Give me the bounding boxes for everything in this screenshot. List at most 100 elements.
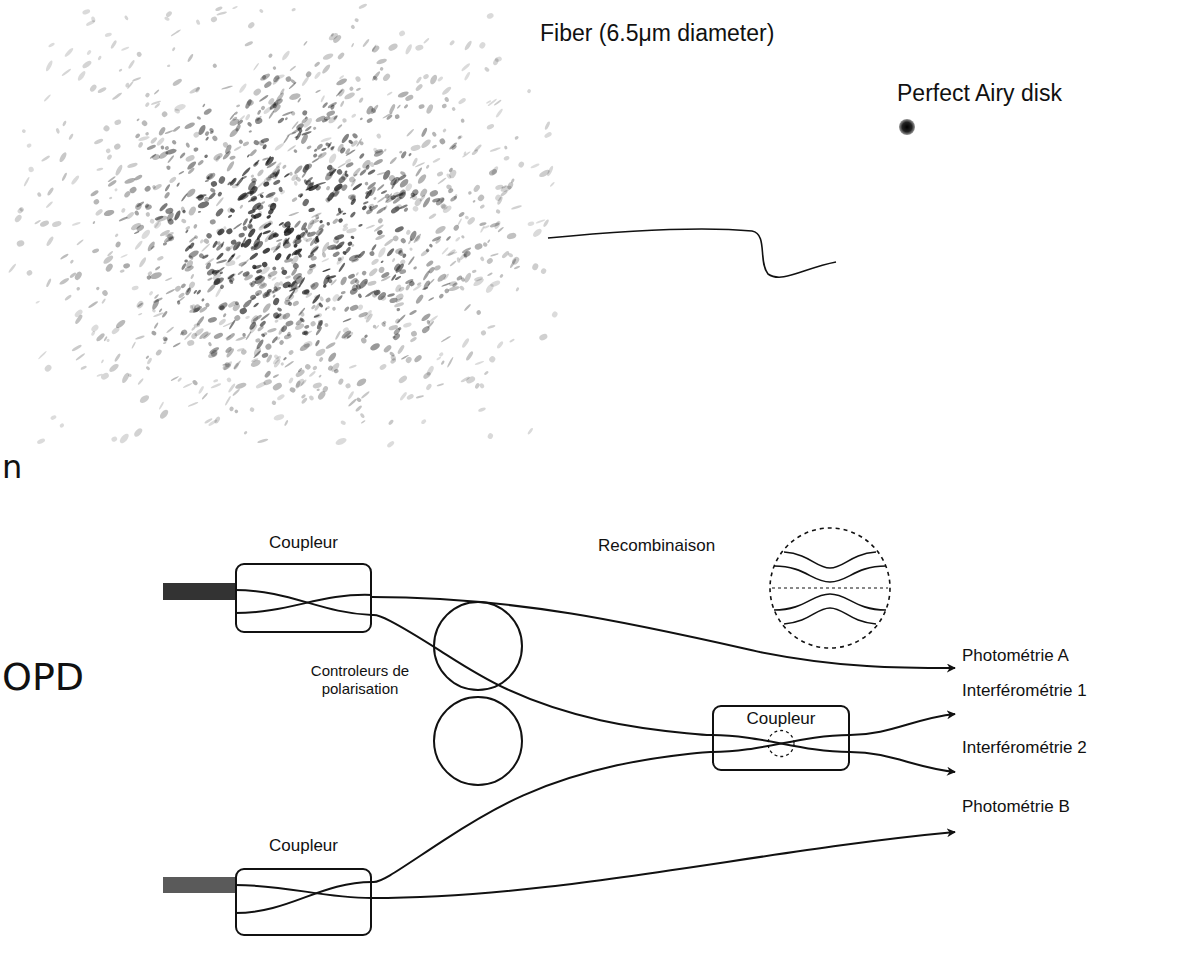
speckle-grain xyxy=(382,320,387,325)
speckle-grain xyxy=(282,111,293,117)
speckle-grain xyxy=(283,357,288,361)
speckle-grain xyxy=(235,254,241,260)
speckle-grain xyxy=(138,394,150,405)
speckle-grain xyxy=(232,388,241,396)
speckle-grain xyxy=(397,374,408,384)
speckle-grain xyxy=(160,145,165,150)
speckle-grain xyxy=(441,247,449,255)
speckle-grain xyxy=(334,240,345,251)
speckle-grain xyxy=(375,234,386,241)
speckle-grain xyxy=(185,187,197,199)
speckle-grain xyxy=(146,240,156,252)
speckle-grain xyxy=(312,126,316,130)
output-fiber xyxy=(372,832,955,898)
speckle-grain xyxy=(503,155,510,161)
speckle-grain xyxy=(123,263,131,270)
speckle-grain xyxy=(144,92,150,98)
speckle-grain xyxy=(201,298,205,302)
speckle-grain xyxy=(253,264,263,270)
speckle-grain xyxy=(255,381,267,389)
speckle-grain xyxy=(152,184,157,189)
speckle-grain xyxy=(144,185,152,193)
speckle-grain xyxy=(222,313,227,318)
speckle-grain xyxy=(438,137,446,145)
speckle-grain xyxy=(118,432,130,445)
speckle-grain xyxy=(396,307,401,311)
speckle-grain xyxy=(337,124,343,130)
speckle-grain xyxy=(215,6,223,12)
speckle-grain xyxy=(209,127,215,133)
speckle-grain xyxy=(271,400,277,406)
speckle-grain xyxy=(197,200,210,209)
speckle-grain xyxy=(474,382,480,389)
speckle-grain xyxy=(75,353,85,361)
speckle-grain xyxy=(273,197,279,203)
speckle-grain xyxy=(318,223,326,231)
speckle-grain xyxy=(323,170,334,182)
speckle-grain xyxy=(304,324,310,329)
text-label: Interférométrie 1 xyxy=(962,681,1087,701)
speckle-grain xyxy=(402,322,412,329)
speckle-grain xyxy=(398,327,402,331)
speckle-grain xyxy=(131,285,139,291)
speckle-grain xyxy=(514,265,521,270)
speckle-grain xyxy=(309,282,316,288)
speckle-grain xyxy=(174,108,181,114)
speckle-grain xyxy=(303,330,310,337)
speckle-grain xyxy=(164,146,169,151)
speckle-grain xyxy=(114,188,118,192)
speckle-grain xyxy=(377,246,387,259)
speckle-grain xyxy=(484,66,491,72)
speckle-grain xyxy=(438,352,444,358)
speckle-grain xyxy=(412,284,422,291)
speckle-grain xyxy=(120,254,128,259)
speckle-grain xyxy=(221,85,233,90)
speckle-grain xyxy=(347,273,355,280)
speckle-grain xyxy=(358,224,363,228)
speckle-grain xyxy=(114,164,124,177)
speckle-grain xyxy=(301,288,310,295)
speckle-grain xyxy=(367,280,377,287)
speckle-grain xyxy=(225,332,236,342)
speckle-grain xyxy=(314,339,320,347)
speckle-grain xyxy=(488,168,498,177)
speckle-grain xyxy=(161,110,169,118)
speckle-grain xyxy=(219,305,226,311)
speckle-grain xyxy=(283,134,290,144)
speckle-grain xyxy=(394,114,400,120)
speckle-grain xyxy=(432,157,440,163)
speckle-grain xyxy=(196,289,202,295)
speckle-grain xyxy=(335,77,348,87)
speckle-grain xyxy=(135,335,145,340)
speckle-grain xyxy=(337,52,346,61)
speckle-grain xyxy=(229,406,235,412)
speckle-grain xyxy=(94,208,103,217)
speckle-grain xyxy=(202,103,206,107)
speckle-grain xyxy=(436,356,442,361)
speckle-grain xyxy=(387,293,395,298)
speckle-grain xyxy=(326,191,336,202)
speckle-grain xyxy=(345,383,352,390)
speckle-grain xyxy=(188,401,199,407)
speckle-grain xyxy=(321,258,329,263)
speckle-grain xyxy=(271,276,277,281)
speckle-grain xyxy=(437,177,447,185)
speckle-grain xyxy=(186,339,195,347)
speckle-grain xyxy=(253,350,262,359)
speckle-grain xyxy=(358,97,364,104)
speckle-grain xyxy=(205,232,213,240)
speckle-grain xyxy=(258,139,265,146)
speckle-grain xyxy=(259,280,266,287)
speckle-grain xyxy=(238,139,244,145)
speckle-grain xyxy=(478,41,486,50)
speckle-grain xyxy=(354,253,362,258)
speckle-grain xyxy=(174,285,182,293)
speckle-grain xyxy=(305,116,308,120)
speckle-grain xyxy=(365,190,370,195)
speckle-grain xyxy=(461,247,471,254)
speckle-grain xyxy=(226,206,233,213)
speckle-grain xyxy=(274,142,285,151)
speckle-grain xyxy=(132,77,142,82)
speckle-grain xyxy=(464,215,469,220)
